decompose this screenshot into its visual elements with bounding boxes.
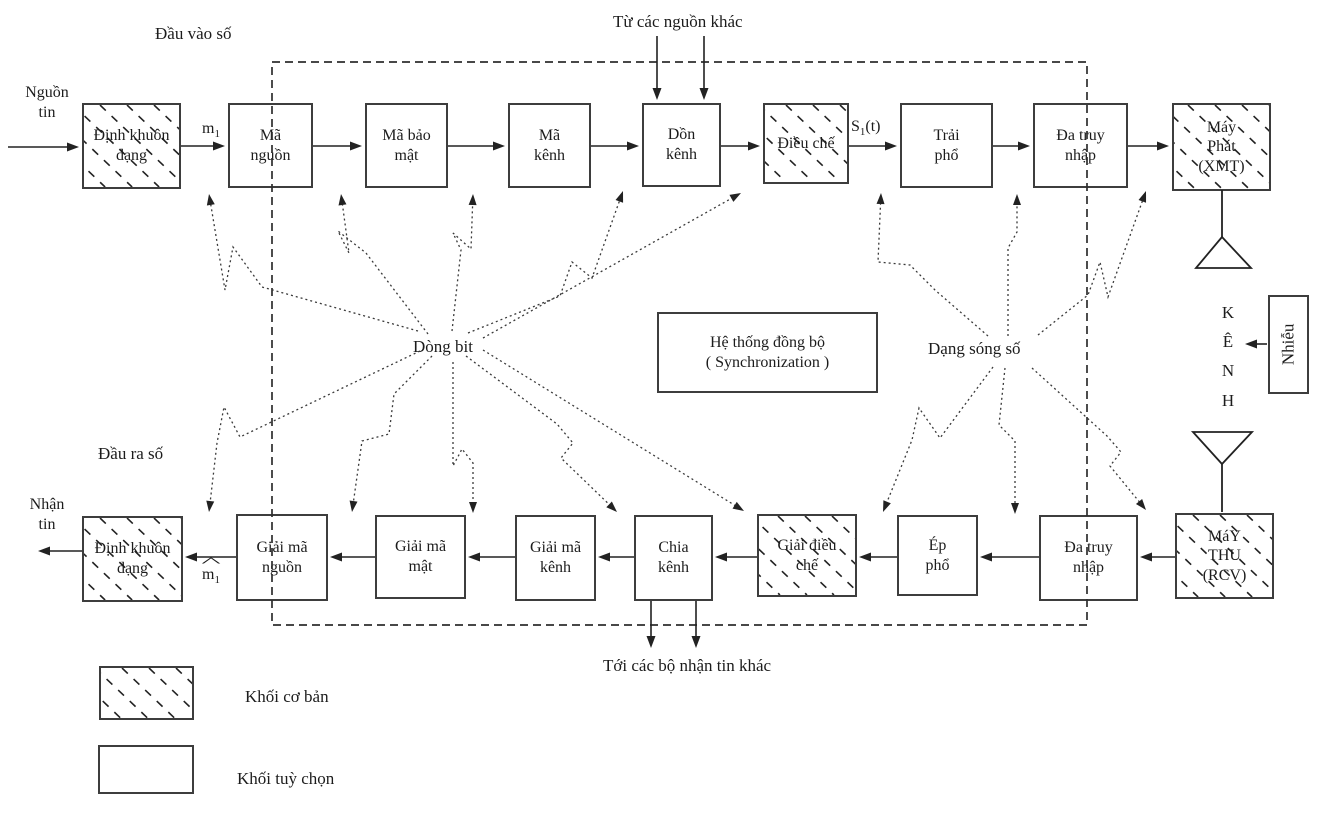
block-label: Dồn kênh [665, 126, 698, 163]
legend-basic-swatch [99, 666, 194, 720]
legend-optional-label: Khối tuỳ chọn [237, 769, 335, 788]
block-ma-kenh: Mã kênh [508, 103, 591, 188]
block-label: Giải mã mật [394, 538, 447, 575]
block-giai-ma-mat: Giải mã mật [375, 515, 466, 599]
block-ep-pho: Ép phổ [897, 515, 978, 596]
label-dau-vao-so: Đầu vào số [155, 24, 232, 43]
label-tu-cac-nguon-khac: Từ các nguồn khác [613, 12, 743, 31]
block-chia-kenh: Chia kênh [634, 515, 713, 601]
block-dieu-che: Điều chế [763, 103, 849, 184]
block-label: Mã kênh [533, 126, 566, 164]
block-label: Giải mã kênh [529, 539, 582, 576]
label-toi-cac-bo-nhan-tin-khac: Tới các bộ nhận tin khác [603, 656, 772, 675]
block-da-truy-nhap-bottom: Đa truy nhập [1039, 515, 1138, 601]
block-label: Định khuôn dạng [93, 127, 170, 164]
block-label: MáY THU (RCV) [1202, 527, 1247, 584]
label-s1t: S1(t) [851, 118, 881, 139]
block-label: Chia kênh [657, 539, 690, 576]
legend-basic-label: Khối cơ bản [245, 687, 329, 706]
block-may-thu-rcv: MáY THU (RCV) [1175, 513, 1274, 599]
block-label: Ép phổ [925, 536, 950, 574]
block-don-kenh: Dồn kênh [642, 103, 721, 187]
label-m1-hat: ^m1 [201, 554, 221, 587]
label-nguon-tin: Nguồn tin [25, 84, 69, 121]
block-label: Trải phổ [933, 126, 960, 164]
block-label: Máy Phát (XMT) [1198, 118, 1245, 175]
block-dinh-khuon-dang-bottom: Định khuôn dạng [82, 516, 183, 602]
label-kenh-channel: K Ê N H [1221, 303, 1235, 410]
label-dong-bit: Dòng bit [413, 337, 473, 356]
block-ma-bao-mat: Mã bảo mật [365, 103, 448, 188]
block-label: Giải mã nguồn [256, 538, 308, 576]
label-dau-ra-so: Đầu ra số [98, 444, 164, 463]
block-label: Giải điều chế [777, 536, 837, 574]
block-label: Điều chế [777, 134, 835, 152]
label-m1: m1 [202, 120, 220, 141]
block-ma-nguon: Mã nguồn [228, 103, 313, 188]
block-label: Hệ thống đồng bộ ( Synchronization ) [705, 333, 830, 371]
block-label: Đa truy nhập [1056, 126, 1105, 164]
block-may-phat-xmt: Máy Phát (XMT) [1172, 103, 1271, 191]
label-dang-song-so: Dạng sóng số [928, 339, 1021, 358]
block-label: Nhiễu [1278, 323, 1298, 366]
block-nhieu-noise: Nhiễu [1268, 295, 1309, 394]
block-label: Mã bảo mật [382, 126, 431, 164]
label-nhan-tin: Nhận tin [29, 496, 65, 533]
block-giai-dieu-che: Giải điều chế [757, 514, 857, 597]
block-giai-ma-kenh: Giải mã kênh [515, 515, 596, 601]
block-da-truy-nhap-top: Đa truy nhập [1033, 103, 1128, 188]
block-dinh-khuon-dang-top: Định khuôn dạng [82, 103, 181, 189]
block-label: Đa truy nhập [1064, 539, 1113, 576]
block-sync-system: Hệ thống đồng bộ ( Synchronization ) [657, 312, 878, 393]
block-label: Mã nguồn [250, 126, 291, 164]
block-label: Định khuôn dạng [94, 540, 171, 577]
legend-optional-swatch [98, 745, 194, 794]
block-trai-pho: Trải phổ [900, 103, 993, 188]
